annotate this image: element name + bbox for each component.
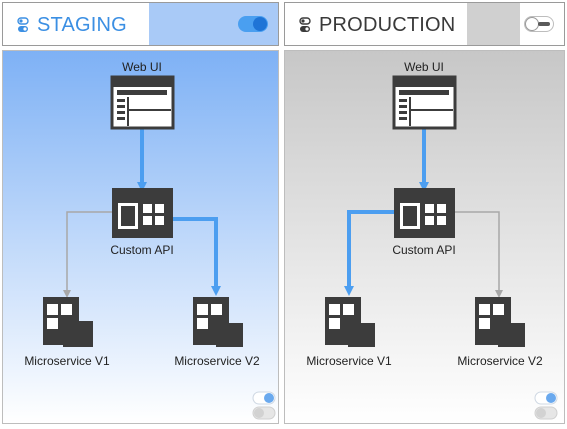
production-label-web-ui: Web UI [404,60,444,74]
production-edge-api-to-v1 [344,210,394,296]
microservice-icon [475,297,525,347]
staging-header: STAGING [2,2,279,46]
staging-toggle-knob [253,17,267,31]
production-label-microservice-v1: Microservice V1 [306,354,392,368]
production-diagram: Web UI [306,60,543,368]
staging-label-web-ui: Web UI [122,60,162,74]
staging-toggle-switch[interactable] [238,16,268,32]
browser-window-icon [392,75,457,130]
production-node-custom-api[interactable]: Custom API [392,188,456,257]
api-window-icon [112,188,173,238]
staging-node-microservice-v1[interactable]: Microservice V1 [24,297,110,368]
microservice-icon [43,297,93,347]
production-label-microservice-v2: Microservice V2 [457,354,543,368]
toggle-small-icon [299,17,311,32]
staging-label-microservice-v2: Microservice V2 [174,354,260,368]
staging-title-area: STAGING [3,3,149,45]
production-header: PRODUCTION [284,2,565,46]
browser-window-icon [110,75,175,130]
production-node-microservice-v1[interactable]: Microservice V1 [306,297,392,368]
microservice-icon [325,297,375,347]
production-title-area: PRODUCTION [285,3,467,45]
production-environment-panel: Web UI [284,50,565,424]
staging-edge-api-to-v1 [63,211,112,298]
production-toggle-track-dark [538,22,550,26]
staging-node-microservice-v2[interactable]: Microservice V2 [174,297,260,368]
production-edge-api-to-v2 [455,211,503,298]
microservice-icon [193,297,243,347]
staging-title: STAGING [37,14,127,36]
staging-edge-api-to-v2 [173,217,221,296]
staging-node-custom-api[interactable]: Custom API [110,188,174,257]
production-node-web-ui[interactable]: Web UI [392,60,457,130]
production-toggle-area [467,3,564,45]
production-node-microservice-v2[interactable]: Microservice V2 [457,297,543,368]
production-title: PRODUCTION [319,14,456,36]
staging-environment-panel: Web UI [2,50,279,424]
staging-toggle-area [149,3,278,45]
toggle-switch-icon [534,391,558,420]
staging-node-web-ui[interactable]: Web UI [110,60,175,130]
production-toggle-switch[interactable] [524,16,554,32]
toggle-small-icon [17,17,29,32]
production-label-custom-api: Custom API [392,243,455,257]
production-toggle-knob [525,17,539,31]
staging-label-custom-api: Custom API [110,243,173,257]
api-window-icon [394,188,455,238]
toggle-switch-icon [252,391,276,420]
staging-label-microservice-v1: Microservice V1 [24,354,110,368]
staging-diagram: Web UI [24,60,260,368]
